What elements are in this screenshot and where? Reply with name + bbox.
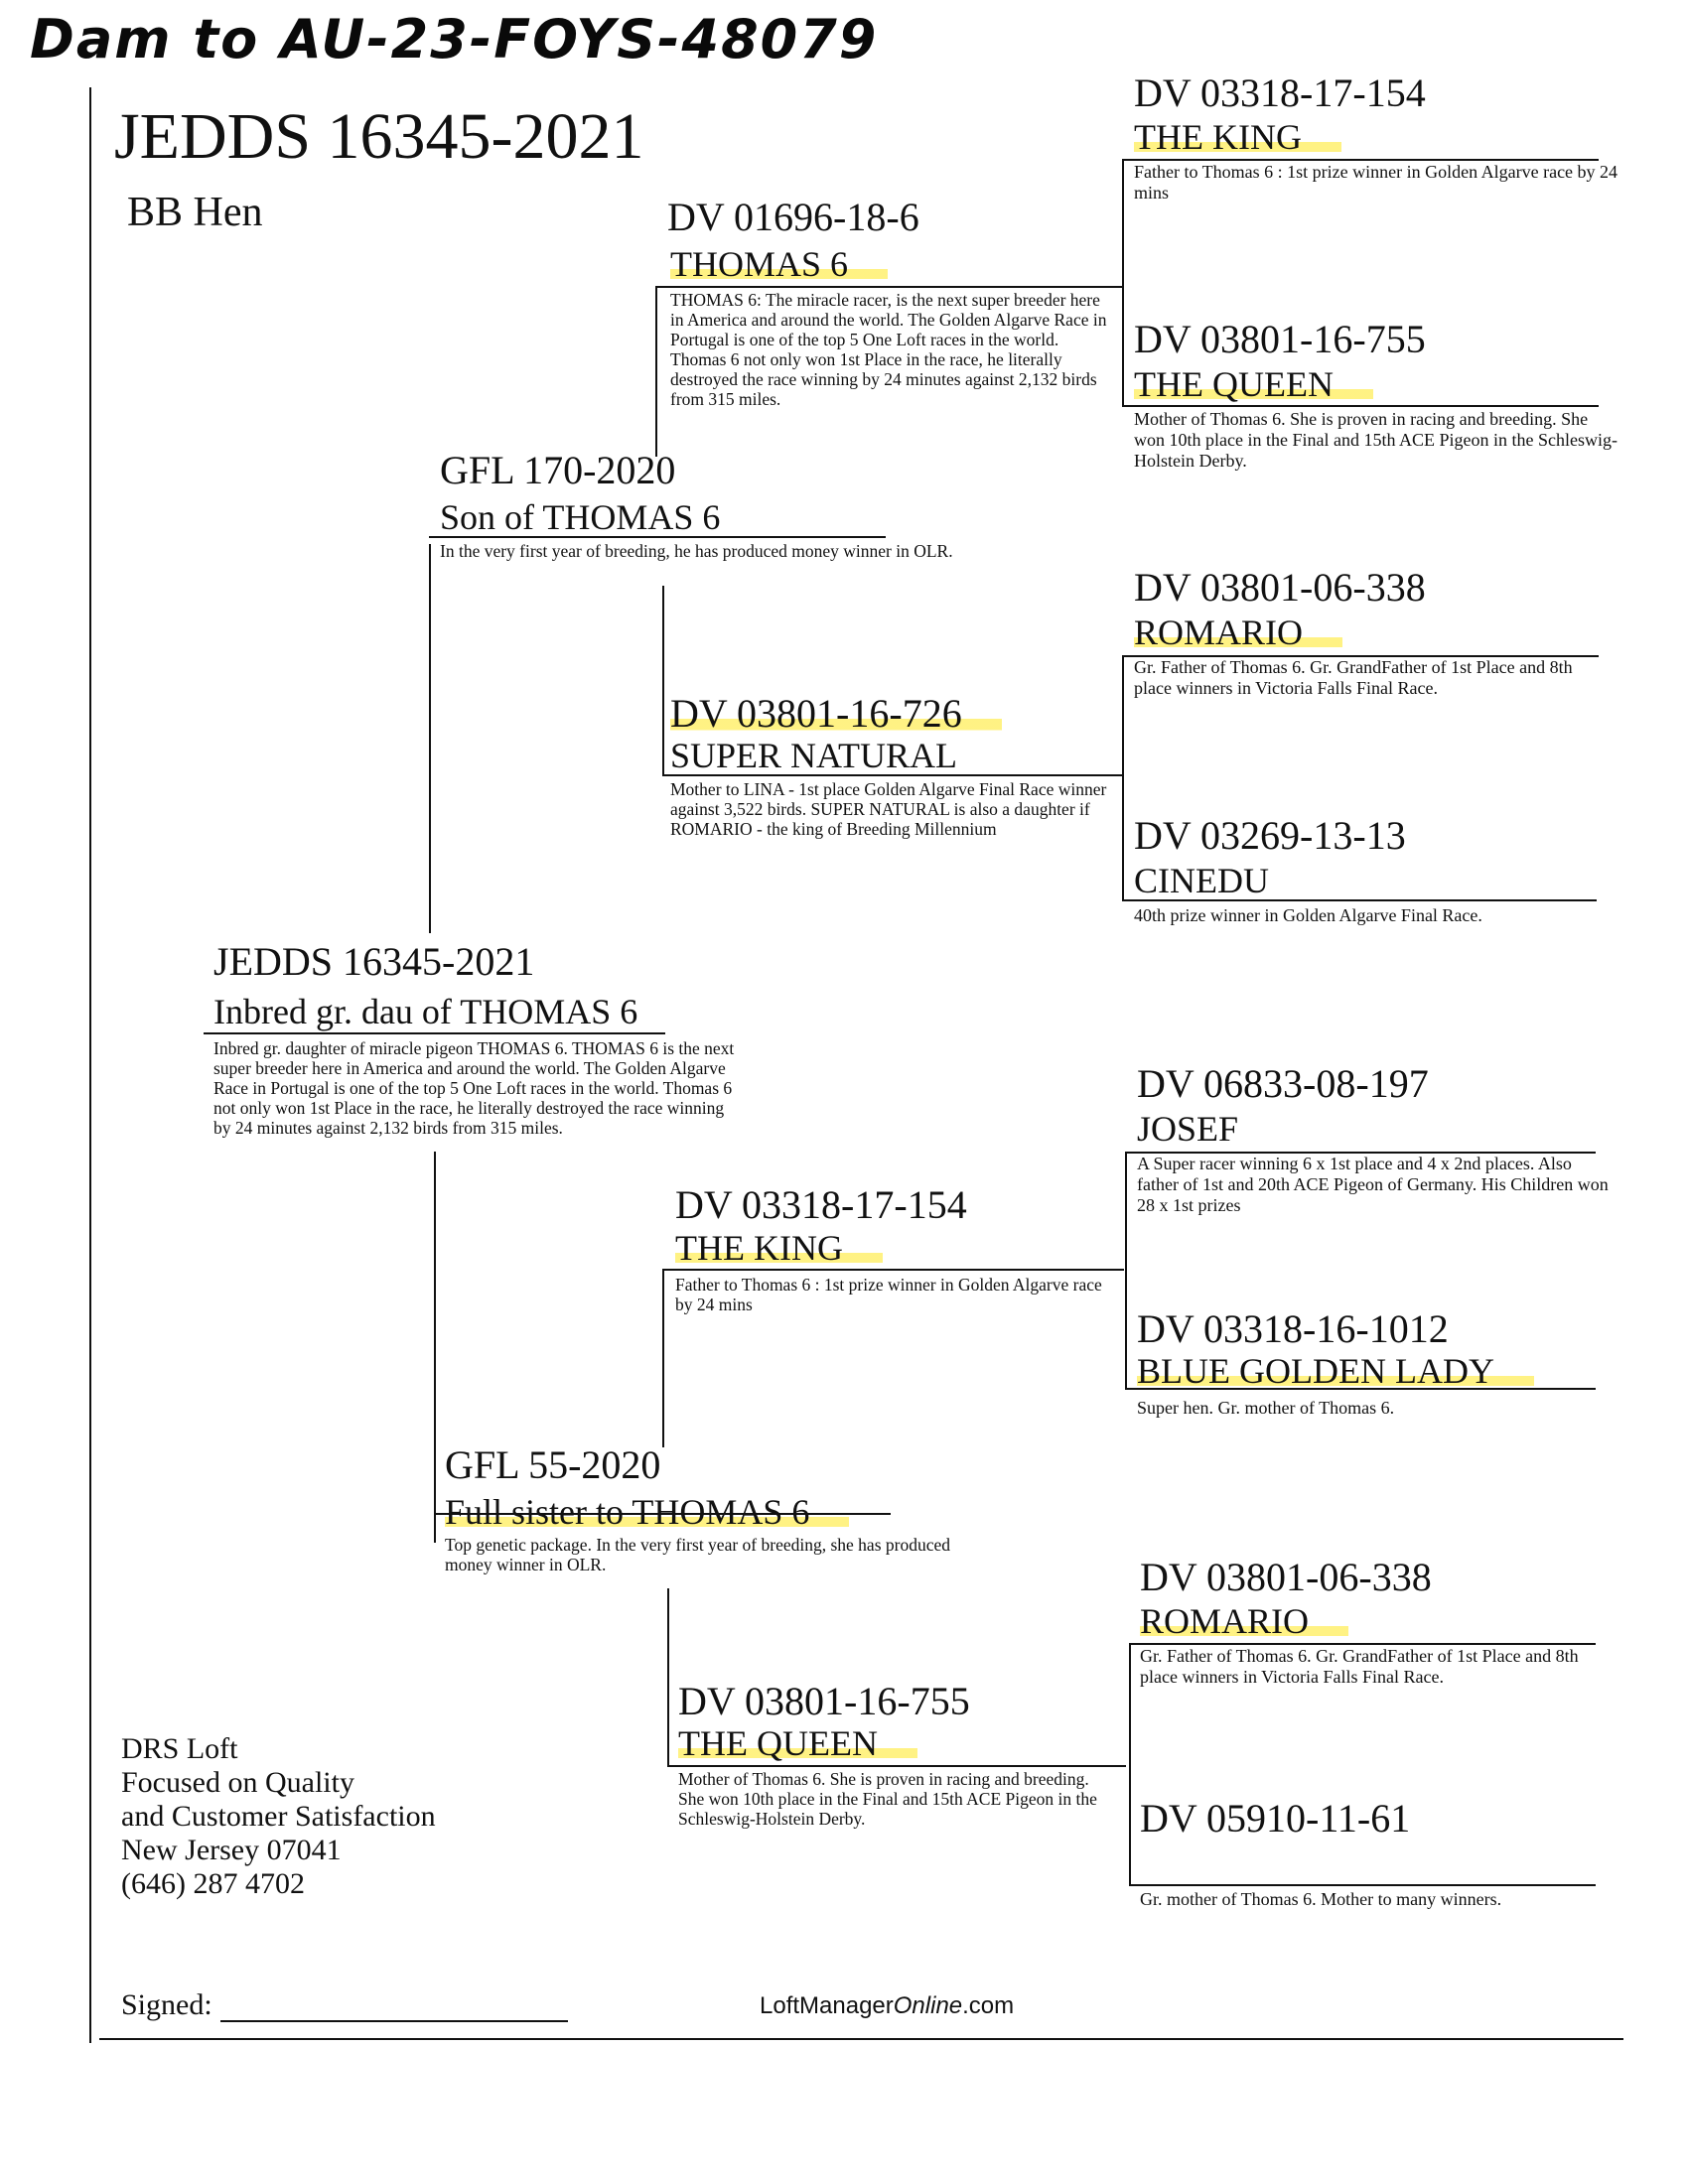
dsd-name: BLUE GOLDEN LADY [1137,1350,1534,1392]
connector [1129,1643,1596,1645]
dam-band-id: GFL 55-2020 [445,1442,661,1487]
dsd-name-text: BLUE GOLDEN LADY [1137,1351,1534,1391]
footer-site-prefix: LoftManager [760,1992,894,2019]
dd-name: THE QUEEN [678,1722,917,1764]
connector [662,586,664,774]
ss-band-id: DV 01696-18-6 [667,195,919,239]
ds-name-text: THE KING [675,1228,883,1268]
ssd-name-text: THE QUEEN [1134,364,1373,404]
signed-label: Signed: [121,1988,212,2021]
sire-band-id: GFL 170-2020 [440,448,676,492]
breeder-tagline-1: Focused on Quality [121,1766,354,1799]
subject-band-id: JEDDS 16345-2021 [213,939,535,984]
dsd-description: Super hen. Gr. mother of Thomas 6. [1137,1398,1395,1418]
connector [1122,405,1599,407]
ds-name: THE KING [675,1227,883,1269]
ss-name: THOMAS 6 [670,243,889,285]
signature-line [220,2020,568,2022]
sd-band-id-text: DV 03801-16-726 [670,691,1002,736]
connector [434,1152,436,1543]
sds-band-id: DV 03801-06-338 [1134,565,1426,610]
ds-band-id: DV 03318-17-154 [675,1182,967,1227]
ssd-description: Mother of Thomas 6. She is proven in rac… [1134,409,1618,471]
breeder-phone: (646) 287 4702 [121,1867,305,1900]
sd-name: SUPER NATURAL [670,736,958,775]
ss-name-text: THOMAS 6 [670,244,889,284]
sds-name: ROMARIO [1134,612,1343,653]
page-title: JEDDS 16345-2021 [114,100,644,173]
dd-band-id: DV 03801-16-755 [678,1679,970,1723]
sdd-description: 40th prize winner in Golden Algarve Fina… [1134,905,1482,925]
connector [204,1032,665,1034]
dds-description: Gr. Father of Thomas 6. Gr. GrandFather … [1140,1646,1579,1687]
ds-description: Father to Thomas 6 : 1st prize winner in… [675,1275,1102,1314]
dd-name-text: THE QUEEN [678,1723,917,1763]
sd-band-id: DV 03801-16-726 [670,690,1002,737]
breeder-location: New Jersey 07041 [121,1834,342,1866]
sdd-name: CINEDU [1134,861,1269,900]
connector [1122,159,1599,161]
connector [429,544,431,933]
page-frame-bottom [99,2038,1623,2040]
subject-description: Inbred gr. daughter of miracle pigeon TH… [213,1038,735,1138]
connector [655,286,657,457]
connector [662,1269,664,1447]
sss-description: Father to Thomas 6 : 1st prize winner in… [1134,162,1618,203]
page-frame-left [89,87,91,2043]
dd-description: Mother of Thomas 6. She is proven in rac… [678,1769,1097,1829]
connector [1122,899,1597,901]
sss-band-id: DV 03318-17-154 [1134,70,1426,115]
dds-band-id: DV 03801-06-338 [1140,1555,1432,1599]
dds-name-text: ROMARIO [1140,1601,1349,1641]
sss-name-text: THE KING [1134,117,1341,157]
connector [1122,159,1124,407]
subject-name: Inbred gr. dau of THOMAS 6 [213,992,638,1031]
sire-description: In the very first year of breeding, he h… [440,541,953,561]
sex-color: BB Hen [127,190,263,235]
dds-name: ROMARIO [1140,1600,1349,1642]
connector [1125,1152,1127,1390]
breeder-name: DRS Loft [121,1732,238,1765]
handwritten-note: Dam to AU-23-FOYS-48079 [30,8,879,70]
connector [662,774,1124,776]
dss-band-id: DV 06833-08-197 [1137,1061,1429,1106]
ssd-band-id: DV 03801-16-755 [1134,317,1426,361]
connector [429,536,886,538]
dam-name: Full sister to THOMAS 6 [445,1491,850,1533]
connector [1122,655,1599,657]
footer-site-suffix: .com [962,1992,1015,2019]
ssd-name: THE QUEEN [1134,363,1373,405]
sss-name: THE KING [1134,116,1341,158]
connector [667,1765,1126,1767]
dam-name-text: Full sister to THOMAS 6 [445,1492,850,1532]
sd-description: Mother to LINA - 1st place Golden Algarv… [670,779,1107,839]
footer-site-italic: Online [893,1992,963,2019]
connector [1122,655,1124,901]
ss-description: THOMAS 6: The miracle racer, is the next… [670,290,1107,409]
connector [1125,1152,1596,1154]
dsd-band-id: DV 03318-16-1012 [1137,1306,1449,1351]
connector [1129,1884,1596,1886]
dss-description: A Super racer winning 6 x 1st place and … [1137,1154,1609,1215]
connector [1129,1643,1131,1886]
connector [655,286,1122,288]
breeder-tagline-2: and Customer Satisfaction [121,1800,436,1833]
ddd-band-id: DV 05910-11-61 [1140,1796,1411,1841]
connector [662,1269,1124,1271]
dam-description: Top genetic package. In the very first y… [445,1535,950,1574]
sds-description: Gr. Father of Thomas 6. Gr. GrandFather … [1134,657,1573,698]
ddd-description: Gr. mother of Thomas 6. Mother to many w… [1140,1889,1502,1909]
footer-site: LoftManagerOnline.com [760,1992,1014,2020]
breeder-info: DRS Loft Focused on Quality and Customer… [121,1732,436,1901]
sds-name-text: ROMARIO [1134,613,1343,652]
connector [667,1588,669,1767]
dss-name: JOSEF [1137,1109,1239,1149]
sdd-band-id: DV 03269-13-13 [1134,813,1406,858]
sire-name: Son of THOMAS 6 [440,497,721,537]
